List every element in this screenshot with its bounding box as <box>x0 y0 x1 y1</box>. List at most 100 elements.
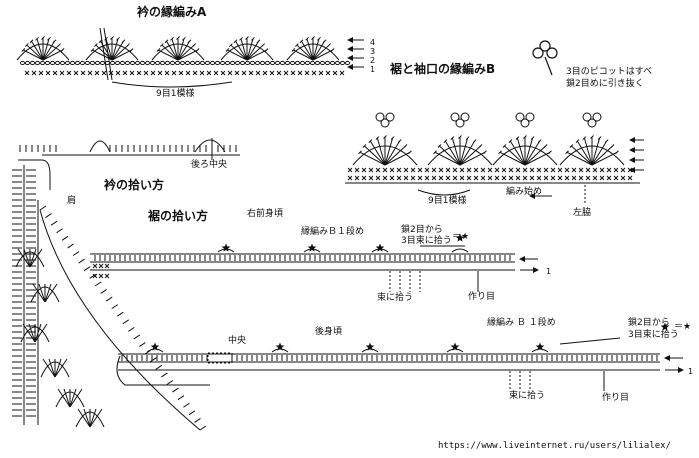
edging-b-shell <box>604 139 609 143</box>
collar-a-fan <box>42 49 63 61</box>
edging-b-shell-arc <box>352 145 418 166</box>
left-fan-stitch <box>17 248 31 268</box>
collar-a-fan <box>42 38 50 61</box>
collar-a-chain-row <box>35 60 40 66</box>
collar-a-fan <box>246 44 264 61</box>
collar-edging-a-title: 衿の縁編みA <box>137 5 207 19</box>
edging-b-shell <box>576 140 593 166</box>
edging-b-picot <box>460 112 470 122</box>
collar-a-fan <box>322 39 327 44</box>
collar-a-base-x <box>157 70 163 76</box>
edging-b-shell <box>368 139 373 143</box>
edging-b-picot <box>375 112 385 122</box>
edging-b-base-x <box>424 175 430 181</box>
collar-a-chain-row <box>60 60 65 66</box>
collar-a-fan-arc <box>286 43 340 61</box>
front-panel-label: 右前身頃 <box>247 209 284 219</box>
collar-a-chain-row <box>345 60 350 66</box>
collar-a-chain-row <box>285 60 290 66</box>
front-star-note: ＝★ <box>452 232 470 242</box>
edging-b-shell <box>516 137 526 166</box>
edging-b-base-x <box>466 175 472 181</box>
front-row-x <box>104 263 110 269</box>
edging-b-picot <box>592 112 602 122</box>
left-edge-dc <box>61 235 69 241</box>
edging-b-base-x <box>368 175 374 181</box>
back-edge-label: 作り目 <box>602 393 630 403</box>
collar-a-fan <box>299 39 304 44</box>
collar-a-base-x <box>31 70 37 76</box>
edging-b-row-x <box>529 167 535 173</box>
back-star <box>275 342 285 351</box>
edging-b-row-x <box>396 167 402 173</box>
back-hem-pickup-chart <box>116 337 660 391</box>
collar-a-base-x <box>52 70 58 76</box>
collar-a-fan <box>246 38 254 61</box>
collar-a-fan <box>312 44 330 61</box>
left-edge-dc <box>50 220 58 226</box>
collar-a-fan <box>293 49 314 61</box>
collar-a-chain-row <box>40 60 45 66</box>
left-fan-stitch <box>83 408 91 428</box>
left-edge-dc <box>122 319 130 325</box>
edging-b-row-x <box>417 167 423 173</box>
edging-b-picot <box>515 112 525 122</box>
collar-a-fan-arc <box>16 43 70 61</box>
collar-a-fan <box>230 44 248 61</box>
edging-b-row-x <box>466 167 472 173</box>
front-bundle-label: 束に拾う <box>377 293 414 303</box>
edging-b-row-x <box>501 167 507 173</box>
left-edge-dc <box>139 342 146 347</box>
collar-a-base-x <box>318 70 324 76</box>
left-fan-stitch <box>42 358 56 378</box>
edging-b-shell <box>376 137 386 166</box>
left-edge-dc <box>89 273 96 279</box>
left-edge-dc <box>133 334 141 340</box>
back-note-line-1: 鎖2目から <box>628 318 670 328</box>
collar-a-row-3: 3 <box>370 47 376 56</box>
front-star <box>375 243 385 252</box>
front-chain-arc <box>451 248 469 253</box>
collar-a-fan <box>239 36 243 41</box>
collar-a-fan <box>36 38 44 61</box>
edging-b-base-x <box>403 175 409 181</box>
collar-a-base-x <box>269 70 275 76</box>
edging-b-base-x <box>417 175 423 181</box>
edging-b-picot <box>587 118 597 128</box>
edging-b-row-x <box>487 167 493 173</box>
front-row-x <box>98 273 104 279</box>
edging-b-row-x <box>473 167 479 173</box>
picot-note-line-1: 3目のピコットはすべ <box>566 67 653 77</box>
left-fan-stitch <box>54 358 68 378</box>
edging-b-shell <box>575 139 580 143</box>
edging-b-shell <box>459 140 476 166</box>
left-fan-stitch <box>29 248 37 268</box>
collar-pickup-chart <box>12 138 240 431</box>
collar-a-base-x <box>38 70 44 76</box>
clover-petal <box>546 47 558 59</box>
left-fan-stitch <box>38 283 46 303</box>
collar-a-chain-row <box>290 60 295 66</box>
collar-a-chain-row <box>250 60 255 66</box>
left-fan-stitch <box>54 358 62 378</box>
left-edge-dc <box>83 266 91 272</box>
left-edge-dc <box>72 251 80 256</box>
edging-b-shell <box>530 136 535 140</box>
collar-a-fan <box>121 39 126 44</box>
left-diagonal-edge <box>39 209 201 431</box>
edging-b-base-x <box>550 175 556 181</box>
collar-neck-curve <box>18 159 51 190</box>
left-fan-stitch <box>44 283 58 303</box>
edging-b-row-x <box>438 167 444 173</box>
edging-b-row-x <box>424 167 430 173</box>
edging-b-row-x <box>452 167 458 173</box>
collar-a-chain-row <box>125 60 130 66</box>
edging-b-picot <box>525 112 535 122</box>
collar-a-chain-row <box>110 60 115 66</box>
edging-b-row-x <box>445 167 451 173</box>
edging-b-shell <box>543 144 548 148</box>
edging-b-base-x <box>361 175 367 181</box>
collar-a-fan <box>29 39 34 44</box>
edging-b-shell <box>571 145 593 166</box>
edging-b-base-x <box>613 175 619 181</box>
